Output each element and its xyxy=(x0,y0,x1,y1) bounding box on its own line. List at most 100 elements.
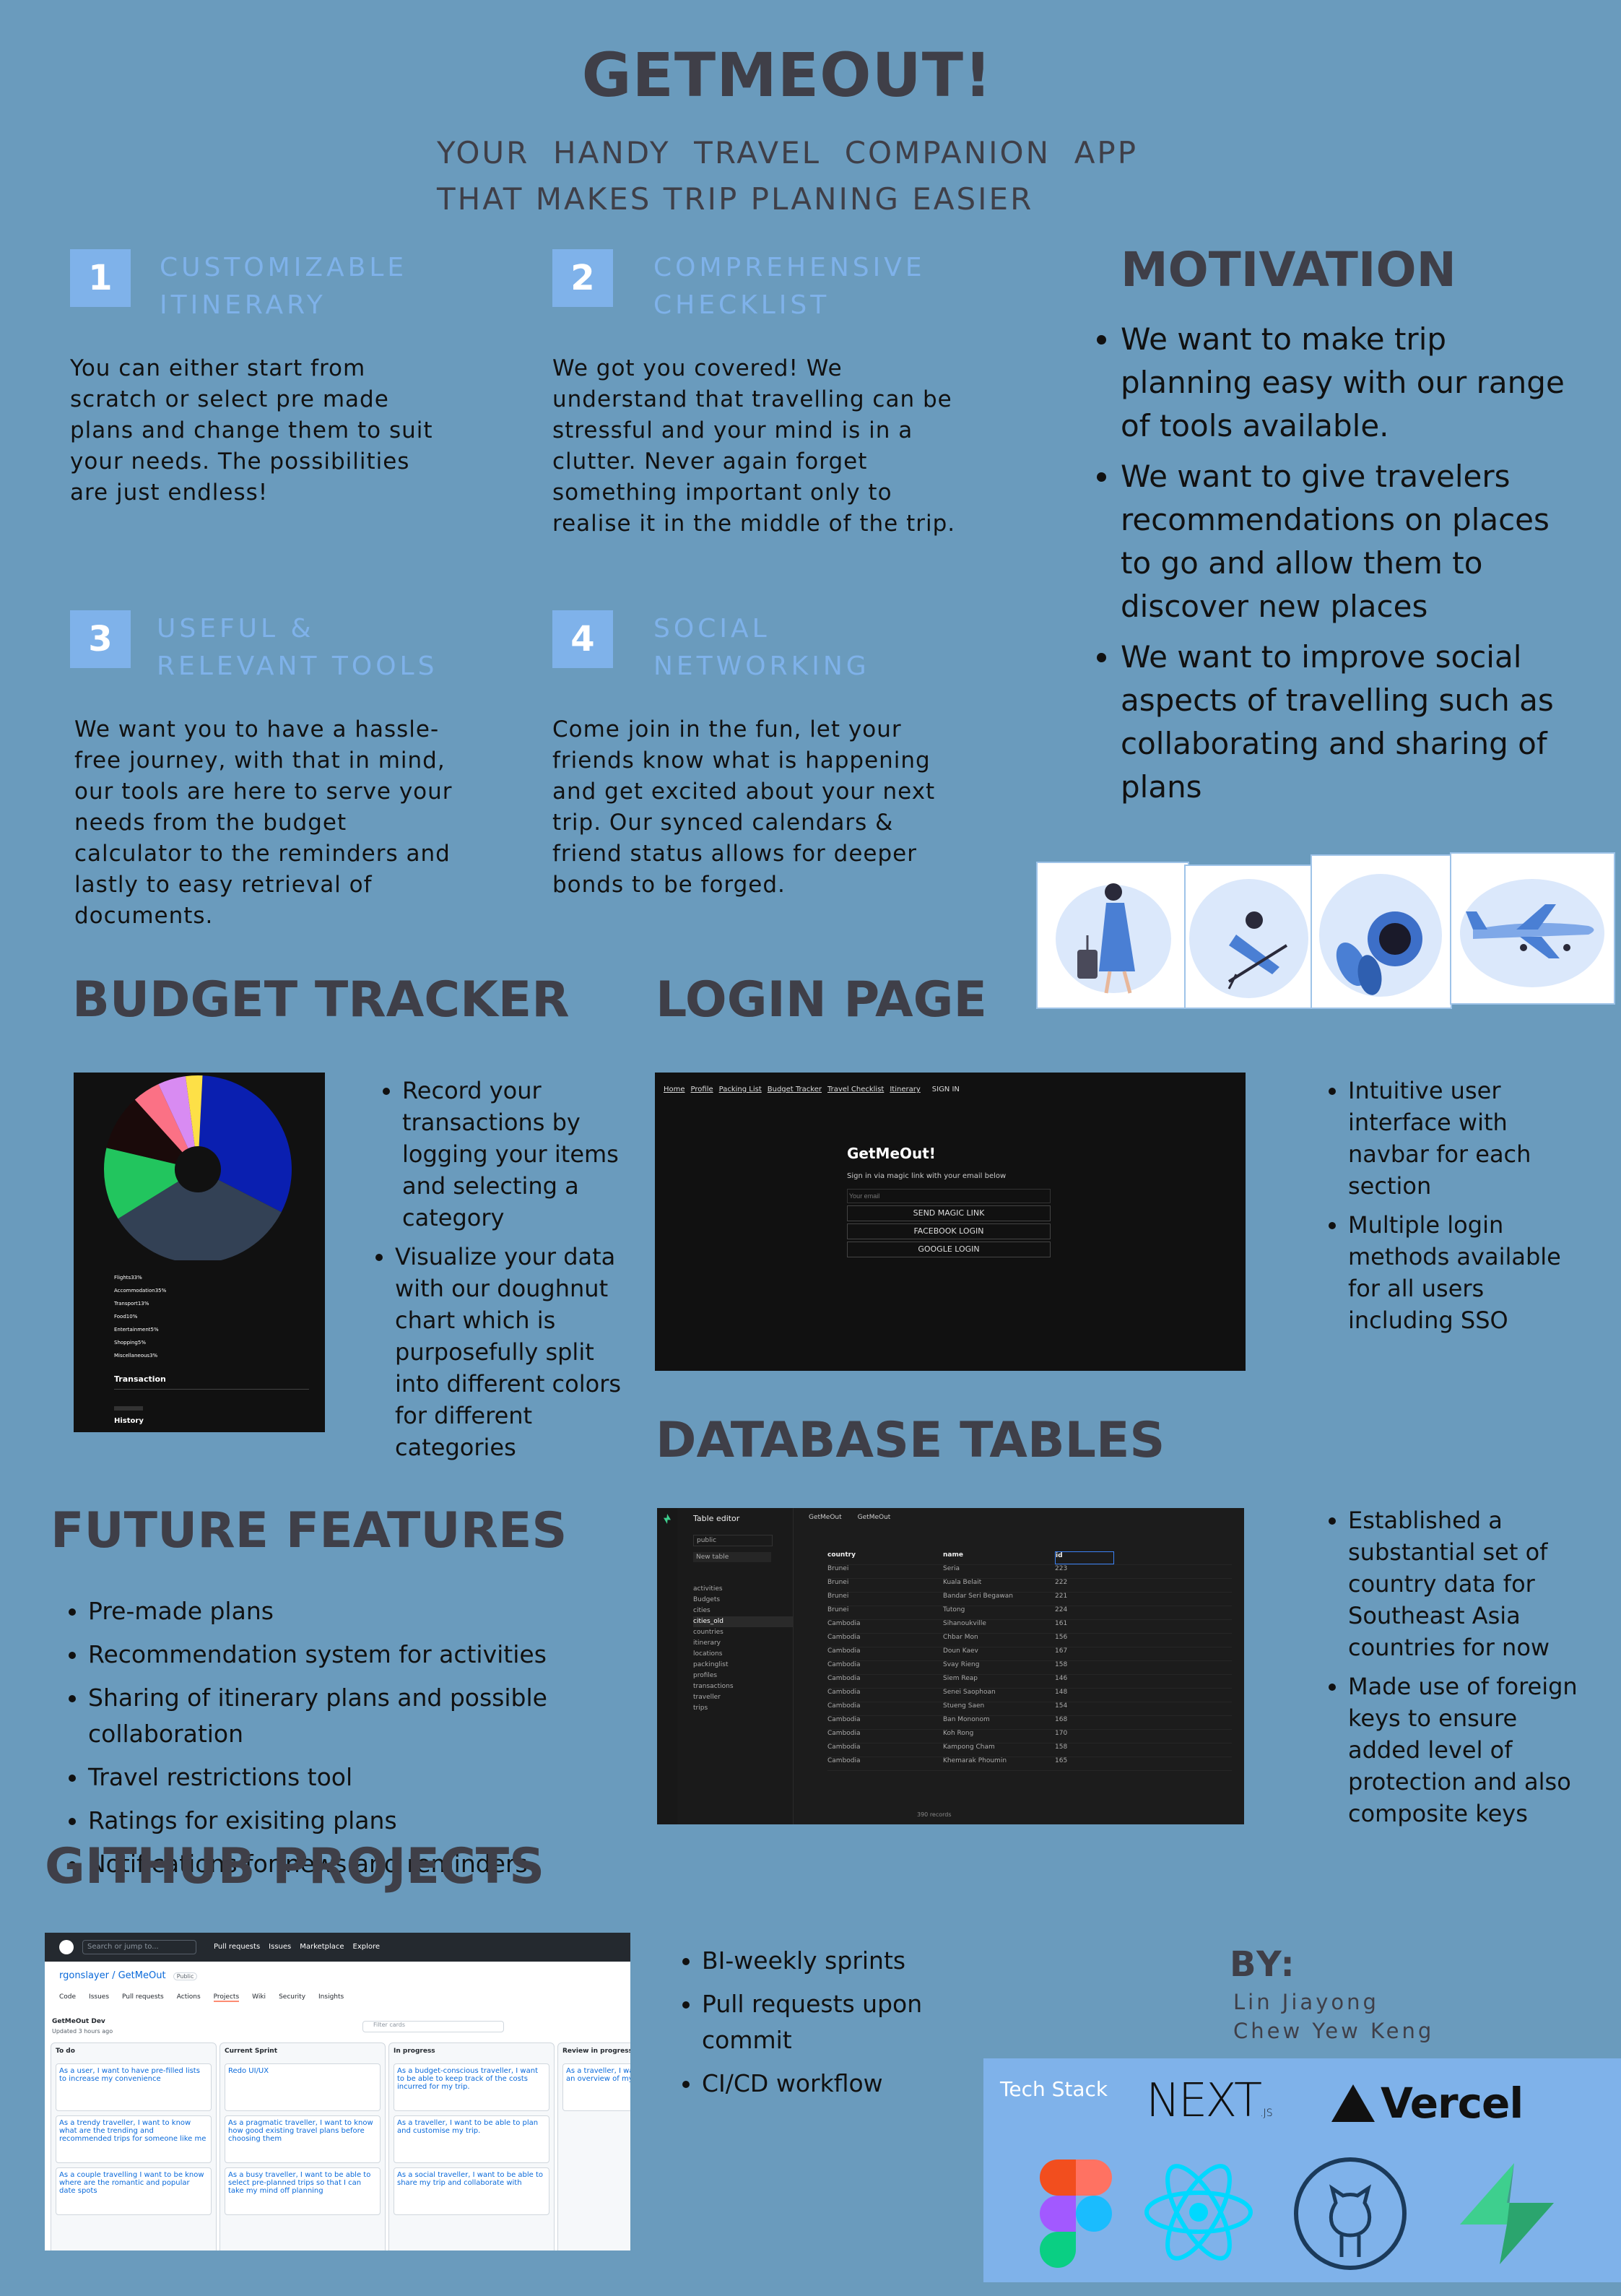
table-cell: Cambodia xyxy=(827,1689,861,1696)
tab[interactable]: GetMeOut xyxy=(857,1514,891,1521)
project-card[interactable]: As a traveller, I want to be able to pla… xyxy=(394,2115,549,2163)
project-card[interactable]: As a budget-conscious traveller, I want … xyxy=(394,2063,549,2111)
db-table-item[interactable]: activities xyxy=(693,1585,723,1593)
column-header[interactable]: country xyxy=(827,1551,856,1559)
db-table-item[interactable]: profiles xyxy=(693,1672,718,1679)
tab-issues[interactable]: Issues xyxy=(89,1993,110,2001)
column-header[interactable]: name xyxy=(943,1551,963,1559)
tab-pull-requests[interactable]: Pull requests xyxy=(122,1993,164,2001)
schema-select[interactable]: public xyxy=(693,1535,773,1546)
column-header[interactable]: id xyxy=(1055,1551,1114,1564)
github-icon xyxy=(1294,2157,1407,2270)
db-table-item[interactable]: traveller xyxy=(693,1694,721,1701)
tab-actions[interactable]: Actions xyxy=(176,1993,201,2001)
column-title: In progress xyxy=(394,2048,435,2055)
db-table-item[interactable]: Budgets xyxy=(693,1596,721,1603)
feature-number: 4 xyxy=(552,610,613,668)
table-cell: Cambodia xyxy=(827,1634,861,1641)
subtitle-line-1: YOUR HANDY TRAVEL COMPANION APP xyxy=(437,135,1139,170)
db-table-item[interactable]: cities_old xyxy=(693,1616,793,1627)
search-input[interactable]: Search or jump to... xyxy=(82,1940,196,1954)
table-cell: 167 xyxy=(1055,1647,1068,1655)
db-table-item[interactable]: transactions xyxy=(693,1683,734,1690)
new-table-button[interactable]: New table xyxy=(693,1552,771,1562)
project-card[interactable]: As a pragmatic traveller, I want to know… xyxy=(225,2115,381,2163)
legend-item: Food10% xyxy=(114,1314,138,1320)
nav-packing-list[interactable]: Packing List xyxy=(718,1086,762,1093)
nav-budget-tracker[interactable]: Budget Tracker xyxy=(767,1086,822,1093)
db-table-item[interactable]: countries xyxy=(693,1629,723,1636)
nav-home[interactable]: Home xyxy=(664,1086,685,1093)
table-cell: Doun Kaev xyxy=(943,1647,978,1655)
db-top-tabs: GetMeOut GetMeOut xyxy=(809,1514,890,1521)
login-list: Intuitive user interface with navbar for… xyxy=(1325,1075,1594,1343)
table-cell: Cambodia xyxy=(827,1661,861,1668)
tab-insights[interactable]: Insights xyxy=(318,1993,344,2001)
nav-sign-in[interactable]: SIGN IN xyxy=(931,1086,960,1093)
doughnut-segment xyxy=(106,1099,183,1164)
tab[interactable]: GetMeOut xyxy=(809,1514,842,1521)
db-table-item[interactable]: trips xyxy=(693,1704,708,1712)
subtitle: YOUR HANDY TRAVEL COMPANION APP THAT MAK… xyxy=(437,130,1138,222)
project-name: GetMeOut Dev xyxy=(52,2018,105,2025)
db-table-item[interactable]: packinglist xyxy=(693,1661,729,1668)
filter-cards-input[interactable]: Filter cards xyxy=(362,2021,504,2032)
motivation-list: We want to make trip planning easy with … xyxy=(1098,318,1568,816)
send-magic-link-button[interactable]: SEND MAGIC LINK xyxy=(847,1205,1051,1221)
transaction-input[interactable] xyxy=(114,1389,309,1390)
feature-heading-line: RELEVANT TOOLS xyxy=(157,651,438,681)
email-input[interactable] xyxy=(847,1189,1051,1203)
nav-itinerary[interactable]: Itinerary xyxy=(890,1086,921,1093)
db-table-item[interactable]: locations xyxy=(693,1650,723,1658)
project-card[interactable]: As a user, I want to have pre-filled lis… xyxy=(56,2063,212,2111)
feature-body: We want you to have a hassle-free journe… xyxy=(74,716,453,929)
transaction-submit-button[interactable] xyxy=(114,1406,143,1411)
nav-explore[interactable]: Explore xyxy=(352,1943,381,1951)
column-title: Current Sprint xyxy=(225,2048,277,2055)
repo-name[interactable]: rgonslayer / GetMeOut xyxy=(59,1970,166,1981)
tab-security[interactable]: Security xyxy=(279,1993,306,2001)
project-card[interactable]: As a busy traveller, I want to be able t… xyxy=(225,2167,381,2215)
feature-heading: CUSTOMIZABLE ITINERARY xyxy=(160,249,407,324)
legend-item: Flights33% xyxy=(114,1275,142,1281)
nav-issues[interactable]: Issues xyxy=(269,1943,292,1951)
project-card[interactable]: As a trendy traveller, I want to know wh… xyxy=(56,2115,212,2163)
history-toggle[interactable]: History xyxy=(114,1417,144,1425)
db-table-item[interactable]: cities xyxy=(693,1607,710,1614)
db-table-item[interactable]: itinerary xyxy=(693,1639,721,1647)
table-cell: 221 xyxy=(1055,1593,1068,1600)
project-card[interactable]: As a social traveller, I want to be able… xyxy=(394,2167,549,2215)
tab-code[interactable]: Code xyxy=(59,1993,77,2001)
facebook-login-button[interactable]: FACEBOOK LOGIN xyxy=(847,1223,1051,1239)
tab-projects[interactable]: Projects xyxy=(213,1993,240,2002)
tab-wiki[interactable]: Wiki xyxy=(252,1993,266,2001)
project-card[interactable]: As a couple travelling I want to be know… xyxy=(56,2167,212,2215)
project-card[interactable]: Redo UI/UX xyxy=(225,2063,381,2111)
nav-profile[interactable]: Profile xyxy=(690,1086,713,1093)
google-login-button[interactable]: GOOGLE LOGIN xyxy=(847,1242,1051,1257)
sandals-hat-icon xyxy=(1336,911,1422,995)
github-logo-icon[interactable] xyxy=(59,1940,74,1954)
project-card[interactable]: As a traveller, I want to be able to hav… xyxy=(562,2063,630,2111)
db-header: Table editor xyxy=(693,1514,740,1523)
nav-pull-requests[interactable]: Pull requests xyxy=(214,1943,261,1951)
nav-travel-checklist[interactable]: Travel Checklist xyxy=(827,1086,885,1093)
nav-marketplace[interactable]: Marketplace xyxy=(300,1943,344,1951)
